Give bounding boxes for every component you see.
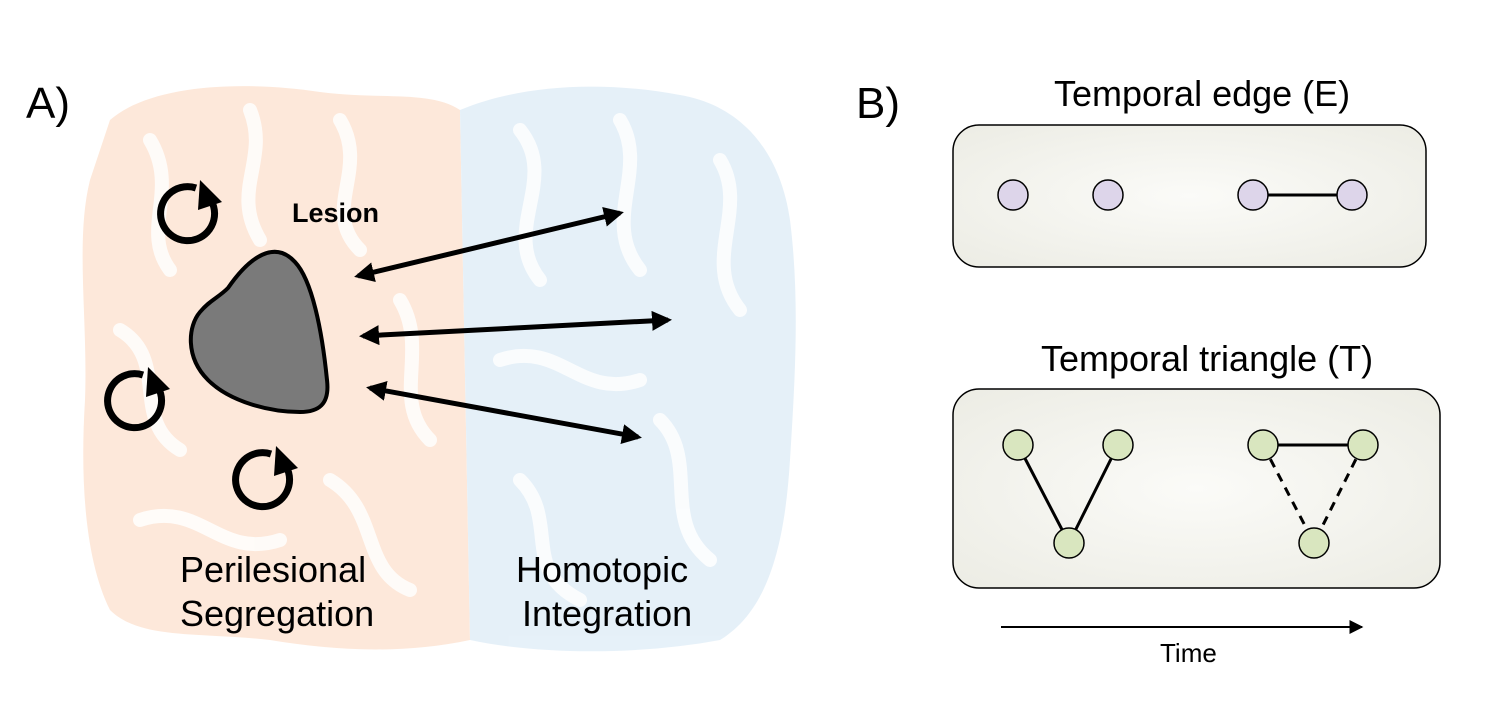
lesion-shape <box>188 249 330 415</box>
triangle-link <box>1067 444 1120 544</box>
homotopic-arrow-top <box>354 207 624 282</box>
triangle-node <box>1247 429 1279 461</box>
circular-arrow-icon <box>104 370 165 432</box>
temporal-edge-box <box>952 124 1427 268</box>
time-label: Time <box>1160 638 1217 668</box>
perilesional-caption-line2: Segregation <box>180 593 374 634</box>
lesion-label: Lesion <box>292 198 379 228</box>
perilesional-caption-line1: Perilesional <box>180 549 366 590</box>
homotopic-arrow-bottom <box>366 381 642 444</box>
temporal-triangle-box <box>952 388 1441 589</box>
edge-node <box>1237 179 1269 211</box>
triangle-node <box>1298 527 1330 559</box>
triangle-node <box>1347 429 1379 461</box>
homotopic-caption-line2: Integration <box>522 593 692 634</box>
panel-a-label: A) <box>26 79 70 128</box>
triangle-dashed-link <box>1261 444 1316 544</box>
triangle-dashed-link <box>1312 444 1365 544</box>
edge-node <box>997 179 1029 211</box>
circular-arrow-head <box>198 180 222 210</box>
temporal-triangle-title: Temporal triangle (T) <box>1041 338 1373 379</box>
triangle-node <box>1053 527 1085 559</box>
temporal-edge-title: Temporal edge (E) <box>1054 73 1350 114</box>
triangle-link <box>1016 444 1071 544</box>
triangle-node <box>1002 429 1034 461</box>
circular-arrow-icon <box>157 183 218 245</box>
circular-arrow-head <box>274 446 298 476</box>
circular-arrow-head <box>146 367 170 397</box>
edge-node <box>1092 179 1124 211</box>
triangle-node <box>1102 429 1134 461</box>
edge-node <box>1336 179 1368 211</box>
circular-arrow-icon <box>232 449 293 511</box>
homotopic-arrow-middle <box>359 310 672 346</box>
panel-b-label: B) <box>856 79 900 128</box>
homotopic-caption-line1: Homotopic <box>516 549 688 590</box>
